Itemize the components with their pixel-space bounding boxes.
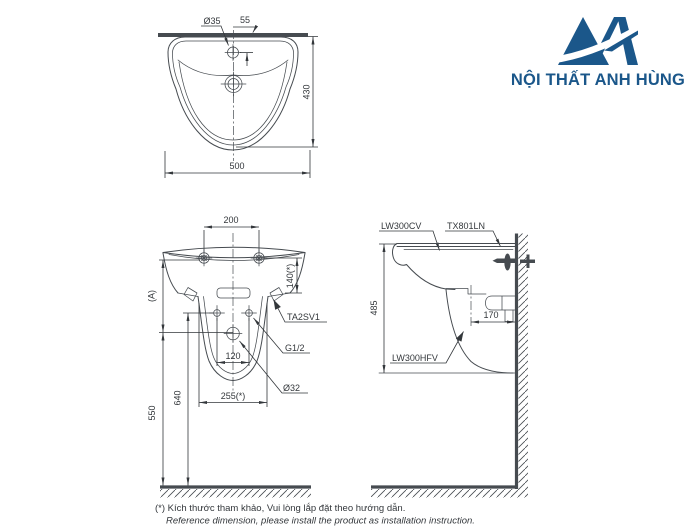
pedestal-profile bbox=[445, 289, 514, 374]
rim-back-edge bbox=[162, 246, 306, 253]
wall-hatch bbox=[518, 233, 528, 489]
drain-outlet-centermarks bbox=[223, 324, 243, 343]
label-drain-dia: Ø32 bbox=[283, 383, 300, 393]
floor-hatch-front bbox=[160, 489, 311, 498]
faucet-hole-centermarks bbox=[224, 44, 242, 61]
dim-pedestal-width: 255(*) bbox=[221, 391, 246, 401]
basin-front-edge bbox=[177, 59, 289, 76]
bracket-leader bbox=[273, 299, 327, 323]
basin-leader bbox=[379, 230, 440, 251]
bowl-profile bbox=[392, 243, 456, 290]
bowl-underside bbox=[177, 292, 291, 297]
ref-height-extensions bbox=[159, 259, 233, 333]
rim-thickness-line bbox=[168, 254, 300, 261]
dim-ref-height: (A) bbox=[147, 290, 157, 302]
floor-hatch-side bbox=[371, 489, 528, 498]
front-view: 200 bbox=[147, 215, 327, 498]
wall-faucet bbox=[492, 253, 535, 271]
label-pedestal-code: LW300HFV bbox=[392, 353, 438, 363]
pedestal-width-extensions bbox=[198, 303, 268, 407]
label-bracket-code: TA2SV1 bbox=[287, 312, 320, 322]
label-supply-thread: G1/2 bbox=[285, 343, 305, 353]
dim-depth: 430 bbox=[302, 84, 312, 99]
trap-cover bbox=[445, 288, 487, 295]
note-vietnamese: (*) Kích thước tham khảo, Vui lòng lắp đ… bbox=[155, 503, 405, 514]
bracket-left bbox=[183, 287, 198, 302]
company-name: NỘI THẤT ANH HÙNG bbox=[511, 70, 685, 89]
basin-bowl-inner bbox=[178, 61, 288, 141]
dim-faucet-offset: 55 bbox=[240, 15, 250, 25]
dim-overall-height: 485 bbox=[369, 300, 379, 315]
bowl-side-walls bbox=[162, 252, 306, 294]
rim-profile bbox=[396, 243, 516, 247]
dim-width: 500 bbox=[229, 161, 244, 171]
label-basin-code: LW300CV bbox=[381, 221, 421, 231]
faucet-dia-leader bbox=[201, 25, 229, 46]
faucet-leader bbox=[445, 230, 501, 247]
dim-drain-height: 550 bbox=[147, 405, 157, 420]
basin-rim-inner bbox=[172, 40, 294, 146]
bracket-height-extensions bbox=[262, 257, 302, 294]
bolt-spacing-extensions bbox=[203, 230, 260, 253]
dim-bracket-height: 140(*) bbox=[285, 264, 295, 289]
note-english: Reference dimension, please install the … bbox=[166, 516, 475, 527]
dim-bolt-spacing: 200 bbox=[223, 215, 238, 225]
supply-leader bbox=[253, 317, 310, 354]
dim-supply-spacing: 120 bbox=[225, 351, 240, 361]
dim-supply-height: 640 bbox=[173, 390, 183, 405]
overflow-slot bbox=[216, 287, 251, 299]
faucet-offset-leader bbox=[233, 24, 259, 33]
drain-leader bbox=[239, 340, 308, 394]
wall-section-bar bbox=[158, 33, 308, 37]
supply-spacing-extensions bbox=[216, 318, 250, 366]
top-view: Ø35 55 430 500 bbox=[158, 15, 318, 178]
mount-bolt-left bbox=[195, 249, 213, 267]
logo-mark-icon bbox=[552, 17, 645, 65]
basin-outer-outline bbox=[167, 36, 299, 151]
label-faucet-code: TX801LN bbox=[447, 221, 485, 231]
company-logo: NỘI THẤT ANH HÙNG bbox=[511, 17, 685, 89]
pedestal-leader bbox=[390, 331, 464, 364]
footer-notes: (*) Kích thước tham khảo, Vui lòng lắp đ… bbox=[155, 503, 475, 527]
side-view: LW300CV TX801LN 485 bbox=[369, 221, 535, 498]
rim-front-edge bbox=[162, 252, 306, 259]
dim-wall-offset: 170 bbox=[483, 310, 498, 320]
dim-faucet-hole-dia: Ø35 bbox=[203, 16, 220, 26]
